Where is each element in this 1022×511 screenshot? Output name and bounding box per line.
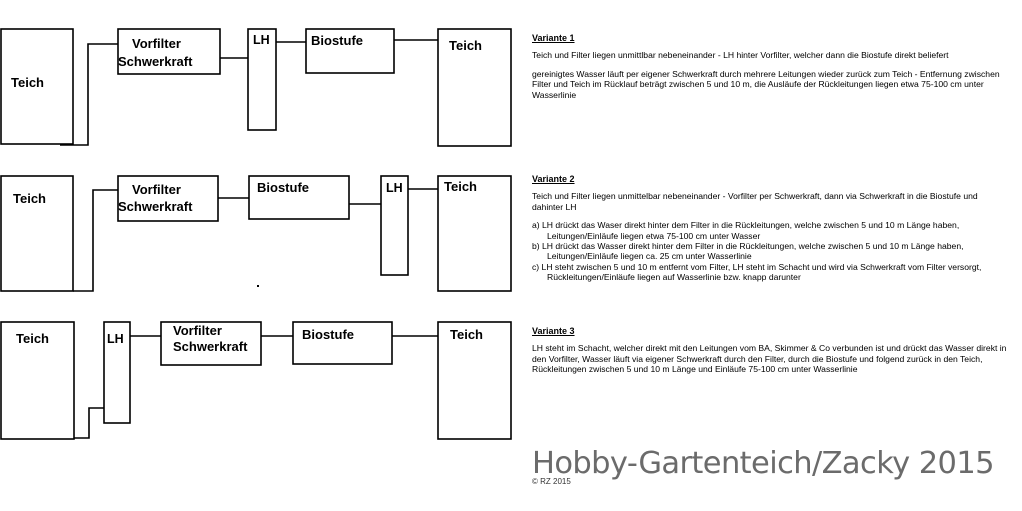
biostufe-label-1: Biostufe [311,33,363,48]
vorfilter-label-3b: Schwerkraft [173,339,248,354]
variant-3-title: Variante 3 [532,326,575,336]
biostufe-label-3: Biostufe [302,327,354,342]
teich-right-box-2 [437,175,512,292]
teich-left-box-2 [0,175,74,292]
filter-variants-diagram: Teich Vorfilter Schwerkraft LH Biostufe … [0,28,512,440]
lh-label-3: LH [107,332,124,346]
pipe-teich-lh-3 [74,407,104,439]
lh-box-1 [247,28,277,131]
lh-box-2 [380,175,409,276]
pipe-teich-vorfilter-1 [60,43,118,146]
variant-2-option-c: c) LH steht zwischen 5 und 10 m entfernt… [532,261,982,283]
diagram-row-3: Teich LH Vorfilter Schwerkraft Biostufe … [0,321,512,440]
variant-2-options-list: a) LH drückt das Waser direkt hinter dem… [532,220,1010,282]
vorfilter-label-3a: Vorfilter [173,323,222,338]
variant-3-description: Variante 3 LH steht im Schacht, welcher … [532,326,1010,383]
lh-box-3 [103,321,131,424]
copyright-note: © RZ 2015 [532,477,571,486]
teich-left-label-1: Teich [11,75,44,90]
biostufe-label-2: Biostufe [257,180,309,195]
teich-right-label-2: Teich [444,179,477,194]
diagram-row-2: Teich Vorfilter Schwerkraft Biostufe LH … [0,175,512,292]
teich-right-box-3 [437,321,512,440]
biostufe-box-3 [292,321,393,365]
vorfilter-label-1b: Schwerkraft [118,54,193,69]
variant-1-paragraph-1: Teich und Filter liegen unmittlbar neben… [532,50,949,61]
variant-2-title: Variante 2 [532,174,575,184]
variant-2-description: Variante 2 Teich und Filter liegen unmit… [532,174,1010,283]
lh-label-2: LH [386,181,403,195]
lh-label-1: LH [253,33,270,47]
teich-left-box-1 [0,28,74,145]
vorfilter-box-1 [117,28,221,75]
biostufe-box-1 [305,28,395,74]
teich-left-box-3 [0,321,75,440]
variant-1-description: Variante 1 Teich und Filter liegen unmit… [532,33,1010,108]
variant-2-paragraph-1: Teich und Filter liegen unmittelbar nebe… [532,191,978,212]
variant-3-paragraph-1: LH steht im Schacht, welcher direkt mit … [532,343,1007,375]
diagram-row-1: Teich Vorfilter Schwerkraft LH Biostufe … [0,28,512,147]
vorfilter-box-3 [160,321,262,366]
vorfilter-label-1a: Vorfilter [132,36,181,51]
vorfilter-label-2a: Vorfilter [132,182,181,197]
variant-2-option-a: a) LH drückt das Waser direkt hinter dem… [532,220,960,241]
teich-right-box-1 [437,28,512,147]
vorfilter-label-2b: Schwerkraft [118,199,193,214]
teich-left-label-2: Teich [13,191,46,206]
teich-right-label-1: Teich [449,38,482,53]
stray-dot [257,285,259,287]
teich-right-label-3: Teich [450,327,483,342]
biostufe-box-2 [248,175,350,220]
teich-left-label-3: Teich [16,331,49,346]
watermark: Hobby-Gartenteich/Zacky 2015 [532,446,995,481]
pipe-teich-vorfilter-2 [73,189,118,292]
variant-2-option-b: b) LH drückt das Wasser direkt hinter de… [532,241,964,262]
variant-1-paragraph-2: gereinigtes Wasser läuft per eigener Sch… [532,68,1000,100]
variant-1-title: Variante 1 [532,33,575,43]
